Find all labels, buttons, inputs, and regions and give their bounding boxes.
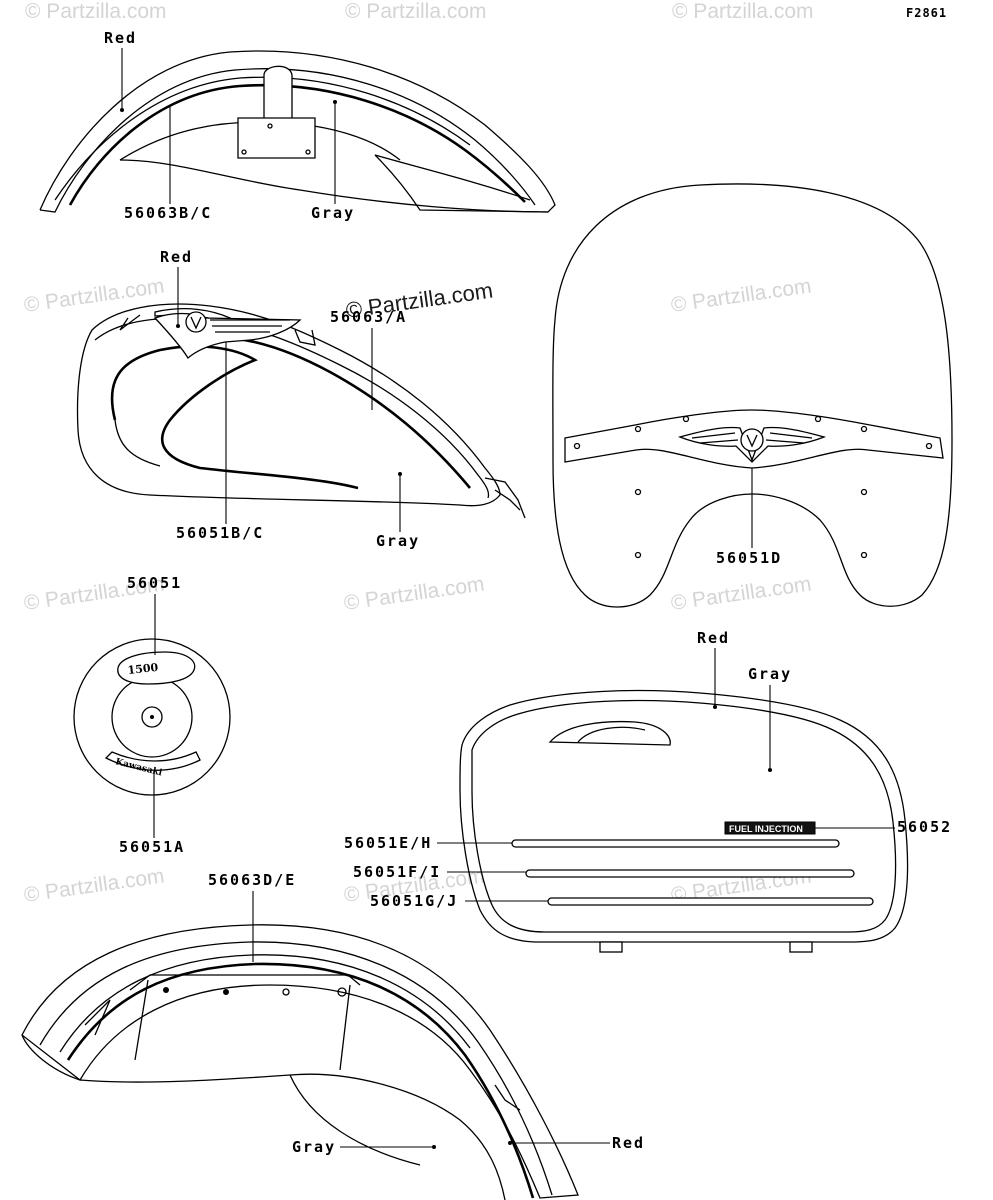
side-cover-stripe-1-label: 56051E/H	[344, 834, 432, 852]
front-fender-part-label: 56063B/C	[124, 204, 212, 222]
watermark: © Partzilla.com	[672, 0, 814, 23]
watermark: © Partzilla.com	[345, 0, 487, 23]
fuel-tank-color-top-label: Red	[160, 248, 193, 266]
leader-dot	[398, 472, 402, 476]
rear-fender-part-label: 56063D/E	[208, 871, 296, 889]
side-cover-stripe-2-label: 56051F/I	[353, 863, 441, 881]
watermark: © Partzilla.com	[22, 864, 165, 906]
front-fender-color-top-label: Red	[104, 29, 137, 47]
air-cleaner-bottom-label: 56051A	[119, 838, 185, 856]
leader-dot	[120, 108, 124, 112]
side-cover-stripe-3-label: 56051G/J	[370, 892, 458, 910]
leader-dot	[432, 1145, 436, 1149]
side-cover: FUEL INJECTION NOMAD	[459, 689, 909, 953]
side-cover-decal-text: FUEL INJECTION	[729, 824, 803, 834]
front-fender	[39, 50, 556, 213]
watermark: © Partzilla.com	[25, 0, 167, 23]
side-cover-decal-label: 56052	[897, 818, 952, 836]
windshield-emblem-label: 56051D	[716, 549, 782, 567]
rear-fender-color-outer-label: Red	[612, 1134, 645, 1152]
fuel-tank-stripe-label: 56063/A	[330, 308, 407, 326]
windshield	[552, 183, 953, 608]
air-cleaner-cover: 1500 Kawasaki	[73, 638, 231, 796]
rear-fender-color-inner-label: Gray	[292, 1138, 336, 1156]
leader-dot	[176, 324, 180, 328]
side-cover-color-top-label: Red	[697, 629, 730, 647]
watermark: © Partzilla.com	[669, 274, 812, 316]
leader-dot	[768, 768, 772, 772]
watermark: © Partzilla.com	[22, 274, 165, 316]
fuel-tank	[76, 303, 526, 519]
rear-fender	[21, 924, 579, 1200]
fuel-tank-emblem-label: 56051B/C	[176, 524, 264, 542]
fuel-tank-color-bottom-label: Gray	[376, 532, 420, 550]
figure-code: F2861	[906, 6, 947, 20]
leader-dot	[508, 1141, 512, 1145]
front-fender-color-bottom-label: Gray	[311, 204, 355, 222]
watermark: © Partzilla.com	[342, 572, 485, 614]
side-cover-color-bottom-label: Gray	[748, 665, 792, 683]
decal-1500-text: 1500	[127, 661, 159, 677]
watermark: © Partzilla.com	[669, 572, 812, 614]
air-cleaner-top-label: 56051	[127, 574, 182, 592]
leader-dot	[713, 705, 717, 709]
leader-dot	[333, 100, 337, 104]
